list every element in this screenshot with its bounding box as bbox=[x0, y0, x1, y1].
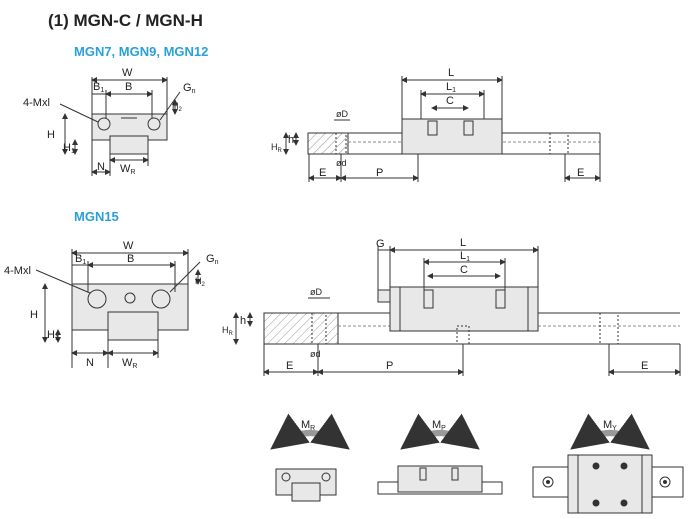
small-side-view bbox=[283, 76, 601, 182]
large-tap-hole-left bbox=[423, 289, 434, 309]
label-HR-large: HR bbox=[222, 325, 234, 337]
label-L: L bbox=[448, 67, 454, 79]
label-HR: HR bbox=[271, 142, 283, 154]
large-mount-hole bbox=[311, 312, 327, 345]
small-ball-left bbox=[97, 117, 111, 131]
label-E-left-large: E bbox=[286, 360, 293, 372]
label-H2-large: H2 bbox=[195, 276, 206, 288]
small-tap-hole-left bbox=[427, 120, 438, 136]
large-front-labels: W B B1 Gn 4-Mxl H H1 H2 N WR bbox=[4, 240, 219, 370]
label-L-large: L bbox=[460, 237, 466, 249]
label-B-large: B bbox=[127, 253, 134, 265]
label-E-right: E bbox=[577, 167, 584, 179]
label-MP: MP bbox=[432, 419, 446, 432]
label-MR: MR bbox=[301, 419, 315, 432]
label-B: B bbox=[125, 81, 132, 93]
small-side-block bbox=[401, 118, 503, 155]
label-H: H bbox=[47, 129, 55, 141]
small-ball-right bbox=[147, 117, 161, 131]
large-grease-port bbox=[124, 292, 136, 304]
large-ball-left bbox=[87, 289, 107, 309]
large-side-view bbox=[233, 246, 681, 376]
label-C-large: C bbox=[460, 264, 468, 276]
small-rail-hatched-section bbox=[307, 132, 349, 155]
label-W-large: W bbox=[123, 240, 134, 252]
small-tap-hole-right bbox=[463, 120, 474, 136]
label-L1: L1 bbox=[446, 81, 456, 94]
yaw-arrow bbox=[570, 413, 650, 450]
section-heading-mgn15: MGN15 bbox=[74, 209, 119, 224]
large-rail-section bbox=[107, 311, 159, 341]
label-Gn: Gn bbox=[183, 82, 196, 95]
label-G: G bbox=[376, 238, 385, 250]
label-B1: B1 bbox=[93, 81, 104, 94]
roll-arrow bbox=[270, 413, 350, 450]
small-tap-leader bbox=[59, 103, 99, 123]
label-h: h bbox=[288, 134, 294, 146]
label-H1-large: H1 bbox=[47, 329, 59, 342]
moment-yaw-diagram: MY bbox=[532, 413, 684, 514]
label-4-Mxl-large: 4-Mxl bbox=[4, 265, 31, 277]
label-WR: WR bbox=[120, 163, 135, 176]
label-d: ød bbox=[336, 158, 347, 168]
label-D: øD bbox=[336, 109, 348, 119]
label-N: N bbox=[97, 161, 105, 173]
small-front-view bbox=[59, 77, 181, 176]
small-rail-section bbox=[109, 135, 149, 155]
large-tap-hole-right bbox=[495, 289, 506, 309]
large-rail-hatched-section bbox=[263, 312, 339, 345]
moment-roll-diagram: MR bbox=[270, 413, 350, 502]
small-front-labels: W B B1 Gn 4-Mxl H H1 H2 N WR bbox=[23, 67, 196, 176]
large-tap-leader bbox=[35, 269, 91, 294]
label-P: P bbox=[376, 167, 383, 179]
label-H2: H2 bbox=[172, 101, 183, 113]
moment-pitch-diagram: MP bbox=[377, 413, 503, 495]
large-side-block bbox=[389, 286, 539, 332]
small-side-labels: L L1 C HR h øD ød E P E bbox=[271, 67, 584, 179]
large-front-view bbox=[35, 249, 201, 368]
label-E-left: E bbox=[319, 167, 326, 179]
label-d-large: ød bbox=[310, 349, 321, 359]
section-heading-small-models: MGN7, MGN9, MGN12 bbox=[74, 44, 209, 59]
small-grease-leader bbox=[159, 91, 181, 121]
page-title: (1) MGN-C / MGN-H bbox=[48, 11, 203, 30]
large-side-labels: G L L1 C HR h øD ød E P E bbox=[222, 237, 648, 372]
label-L1-large: L1 bbox=[460, 250, 470, 263]
label-H-large: H bbox=[30, 309, 38, 321]
label-H1: H1 bbox=[63, 142, 75, 155]
label-WR-large: WR bbox=[122, 357, 137, 370]
label-h-large: h bbox=[240, 315, 246, 327]
pitch-arrow bbox=[400, 413, 480, 450]
label-4-Mxl: 4-Mxl bbox=[23, 97, 50, 109]
label-MY: MY bbox=[603, 419, 617, 432]
large-ball-right bbox=[151, 289, 171, 309]
label-Gn-large: Gn bbox=[206, 253, 219, 266]
large-grease-leader bbox=[169, 261, 201, 293]
label-D-large: øD bbox=[310, 287, 322, 297]
label-C: C bbox=[446, 95, 454, 107]
label-E-right-large: E bbox=[641, 360, 648, 372]
label-N-large: N bbox=[86, 357, 94, 369]
label-B1-large: B1 bbox=[75, 253, 86, 266]
label-P-large: P bbox=[386, 360, 393, 372]
label-W: W bbox=[122, 67, 133, 79]
